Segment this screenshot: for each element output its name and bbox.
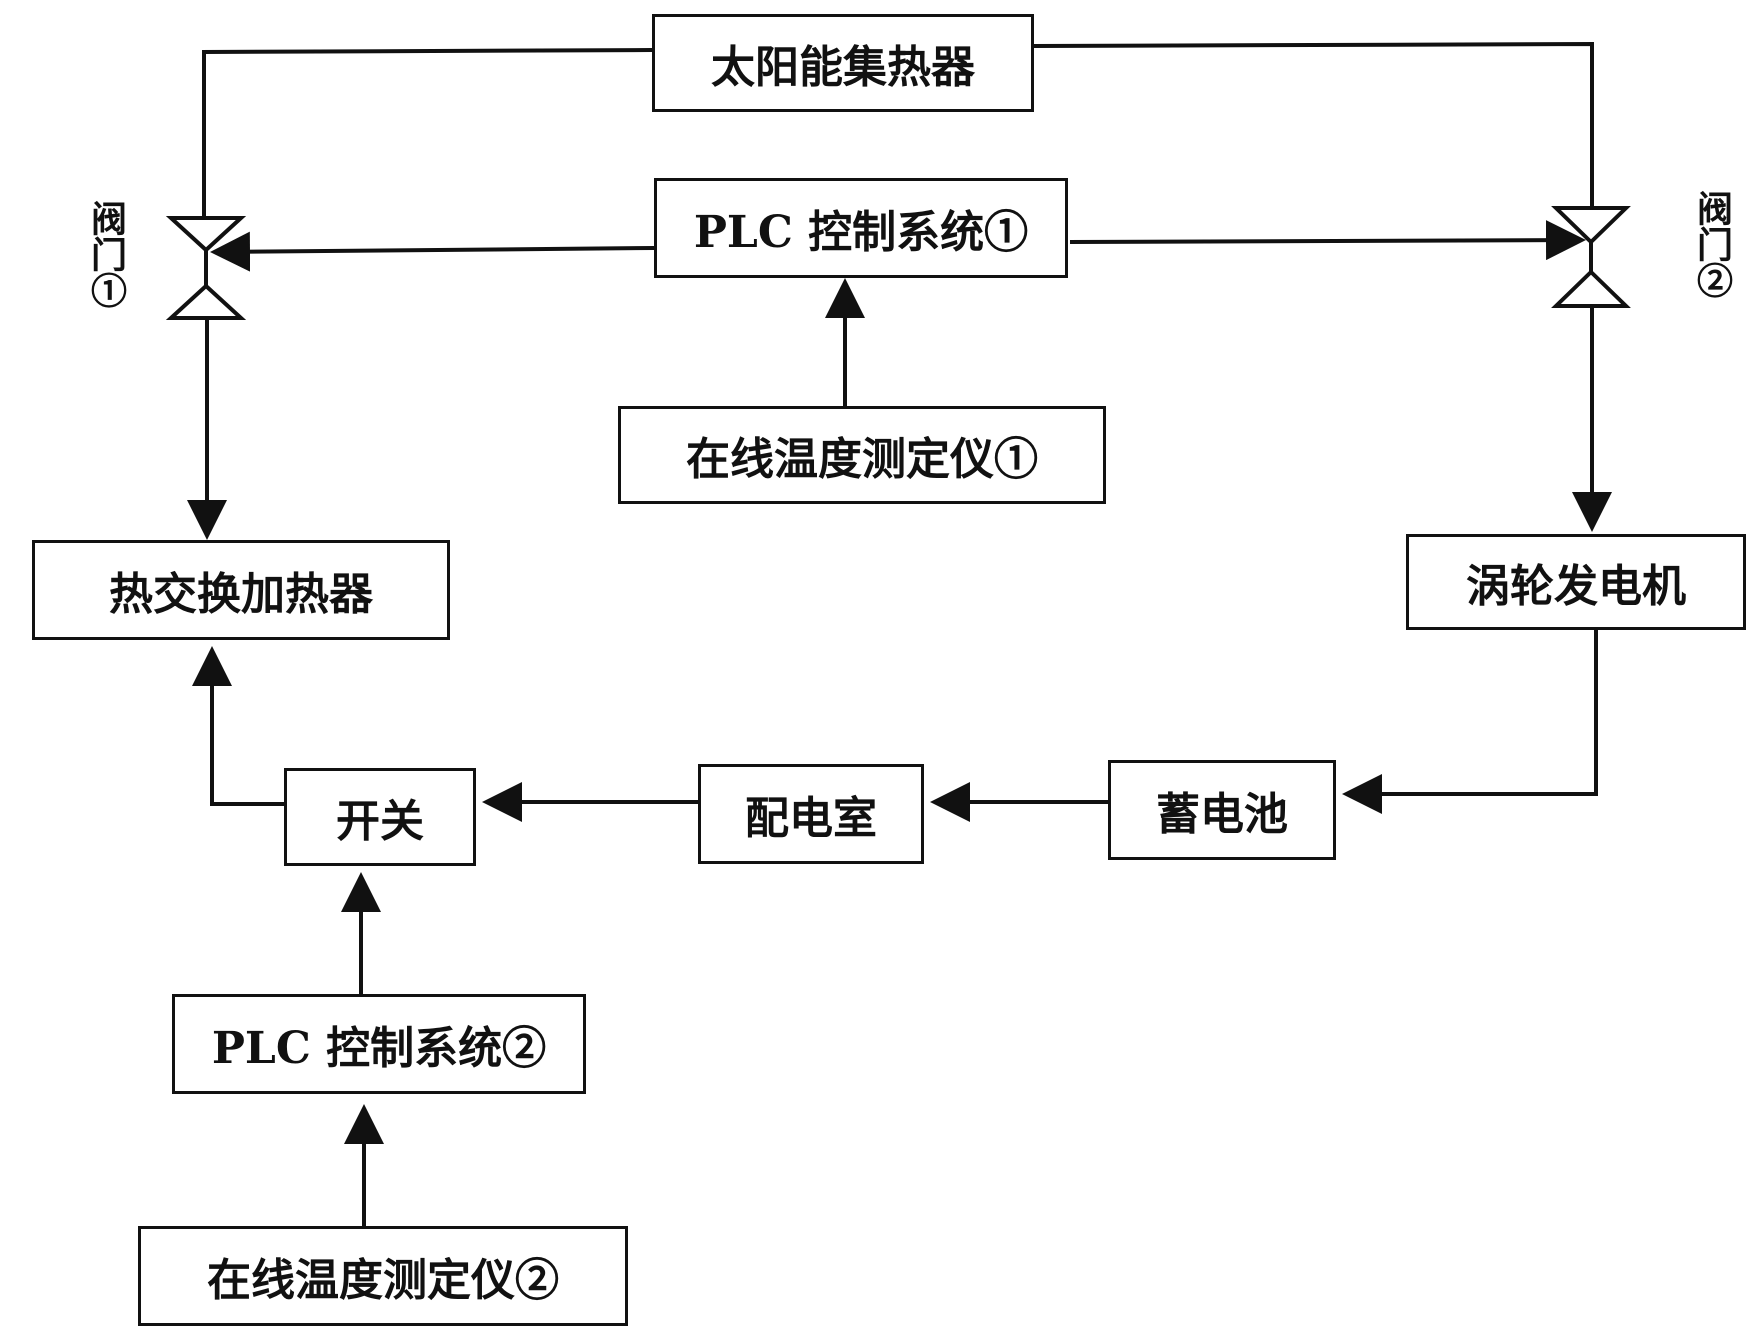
temp-meter-1-box: 在线温度测定仪① xyxy=(618,406,1106,504)
battery-label: 蓄电池 xyxy=(1156,789,1288,840)
turbine-generator-box: 涡轮发电机 xyxy=(1406,534,1746,630)
solar-collector-box: 太阳能集热器 xyxy=(652,14,1034,112)
plc-control-2-label: PLC 控制系统② xyxy=(211,1023,547,1074)
arrow-switch-to-heater xyxy=(192,646,284,806)
temp-meter-1-label: 在线温度测定仪① xyxy=(686,434,1038,485)
temp-meter-2-label: 在线温度测定仪② xyxy=(207,1255,559,1306)
plc-control-1-label: PLC 控制系统① xyxy=(693,207,1029,258)
battery-box: 蓄电池 xyxy=(1108,760,1336,860)
valve-2-symbol xyxy=(1551,206,1631,308)
heat-exchange-heater-box: 热交换加热器 xyxy=(32,540,450,640)
plc-control-1-box: PLC 控制系统① xyxy=(654,178,1068,278)
arrow-turbine-to-battery xyxy=(1342,628,1598,814)
distribution-room-label: 配电室 xyxy=(745,793,877,844)
temp-meter-2-box: 在线温度测定仪② xyxy=(138,1226,628,1326)
pipe-solar-to-valve-2 xyxy=(1033,41,1594,208)
arrow-plc1-to-valve-2 xyxy=(1069,220,1586,261)
valve-1-label: 阀门① xyxy=(85,200,127,308)
arrow-plc1-to-valve-1 xyxy=(210,231,655,272)
pipe-solar-to-valve-1 xyxy=(202,48,653,216)
valve-2-label: 阀门② xyxy=(1691,190,1733,298)
switch-box: 开关 xyxy=(284,768,476,866)
switch-label: 开关 xyxy=(336,796,424,847)
distribution-room-box: 配电室 xyxy=(698,764,924,864)
plc-control-2-box: PLC 控制系统② xyxy=(172,994,586,1094)
turbine-generator-label: 涡轮发电机 xyxy=(1466,561,1686,612)
heat-exchange-heater-label: 热交换加热器 xyxy=(109,569,373,620)
valve-1-symbol xyxy=(165,216,247,320)
solar-collector-label: 太阳能集热器 xyxy=(711,42,975,93)
